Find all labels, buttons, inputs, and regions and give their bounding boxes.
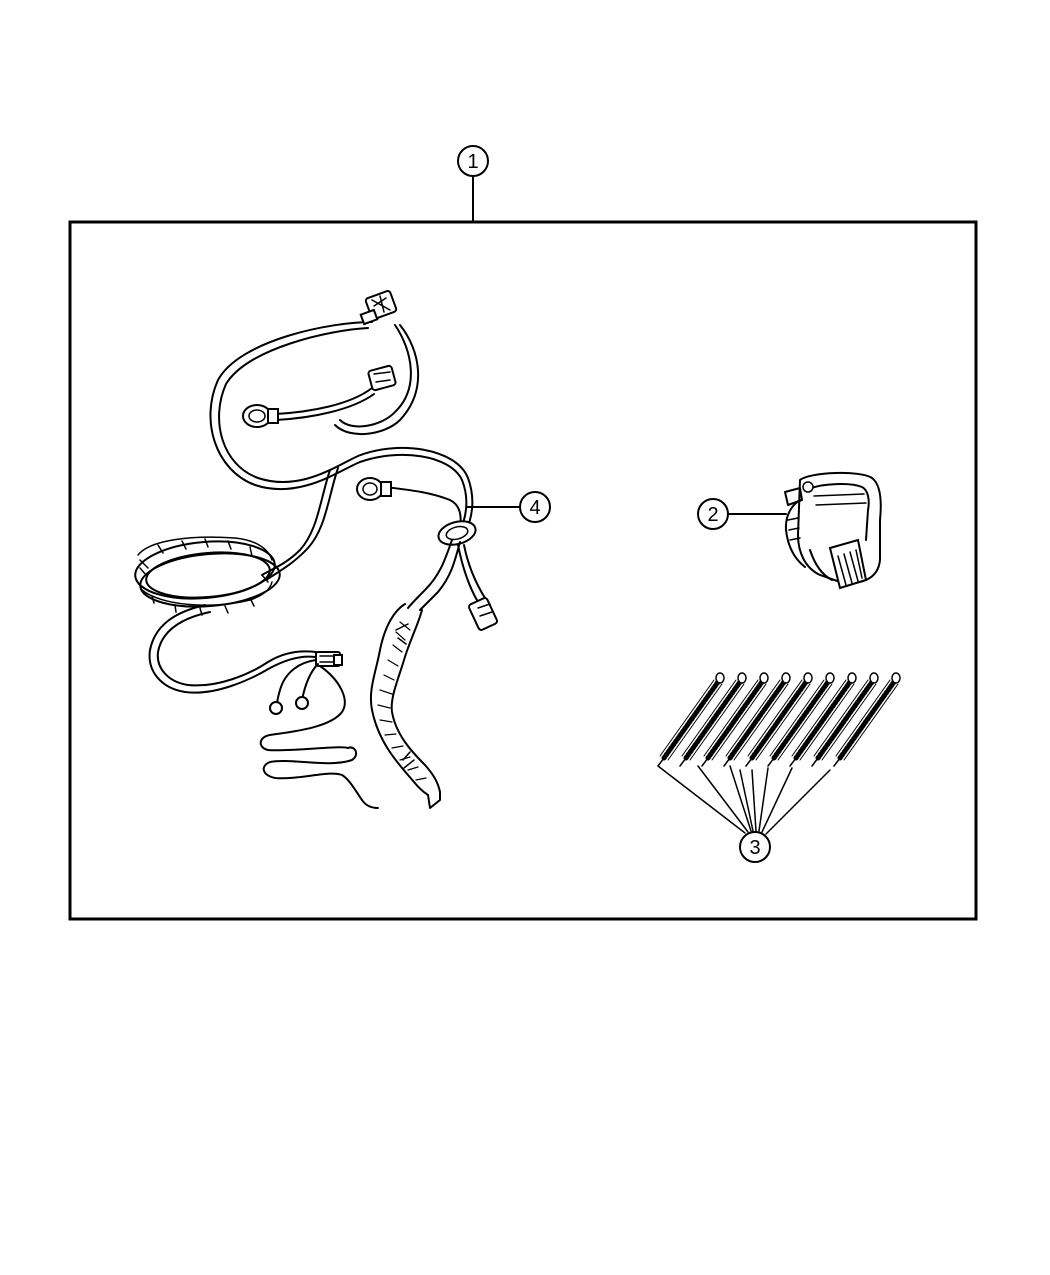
y-branch-connector-icon xyxy=(468,597,498,631)
callout-2[interactable]: 2 xyxy=(697,498,729,530)
coil-bundle-icon xyxy=(134,536,281,616)
cable-tie-icon xyxy=(767,672,835,767)
harness-connector-icon xyxy=(367,364,397,392)
cable-tie-icon xyxy=(811,672,879,767)
callout-3[interactable]: 3 xyxy=(739,831,771,863)
callout-1-label: 1 xyxy=(467,151,478,173)
cable-tie-icon xyxy=(657,672,725,767)
cable-tie-icon xyxy=(789,672,857,767)
top-connector-icon xyxy=(359,290,398,326)
cable-tie-icon xyxy=(745,672,813,767)
cable-tie-icon xyxy=(701,672,769,767)
grommet-icon xyxy=(437,520,477,546)
callout-2-label: 2 xyxy=(707,504,718,526)
pigtail-icon xyxy=(259,651,379,809)
callout-1-circle xyxy=(457,145,489,177)
callout-3-label: 3 xyxy=(749,837,760,859)
callout-1[interactable]: 1 xyxy=(457,145,489,222)
callout-2-circle xyxy=(697,498,729,530)
sleeve-icon xyxy=(370,603,441,809)
callout-4[interactable]: 4 xyxy=(519,491,551,523)
trailer-connector-icon xyxy=(784,471,882,590)
callout-3-circle xyxy=(739,831,771,863)
callout-3-leaders xyxy=(657,765,831,835)
kit-frame xyxy=(68,220,978,921)
cable-tie-icon xyxy=(679,672,747,767)
round-connector-icon xyxy=(242,404,279,428)
callout-4-circle xyxy=(519,491,551,523)
wiring-harness-icon xyxy=(134,290,520,809)
callout-4-label: 4 xyxy=(529,497,540,519)
cable-tie-icon xyxy=(723,672,791,767)
mid-connector-icon xyxy=(356,477,392,501)
cable-ties-group xyxy=(657,672,901,835)
cable-tie-icon xyxy=(833,672,901,767)
